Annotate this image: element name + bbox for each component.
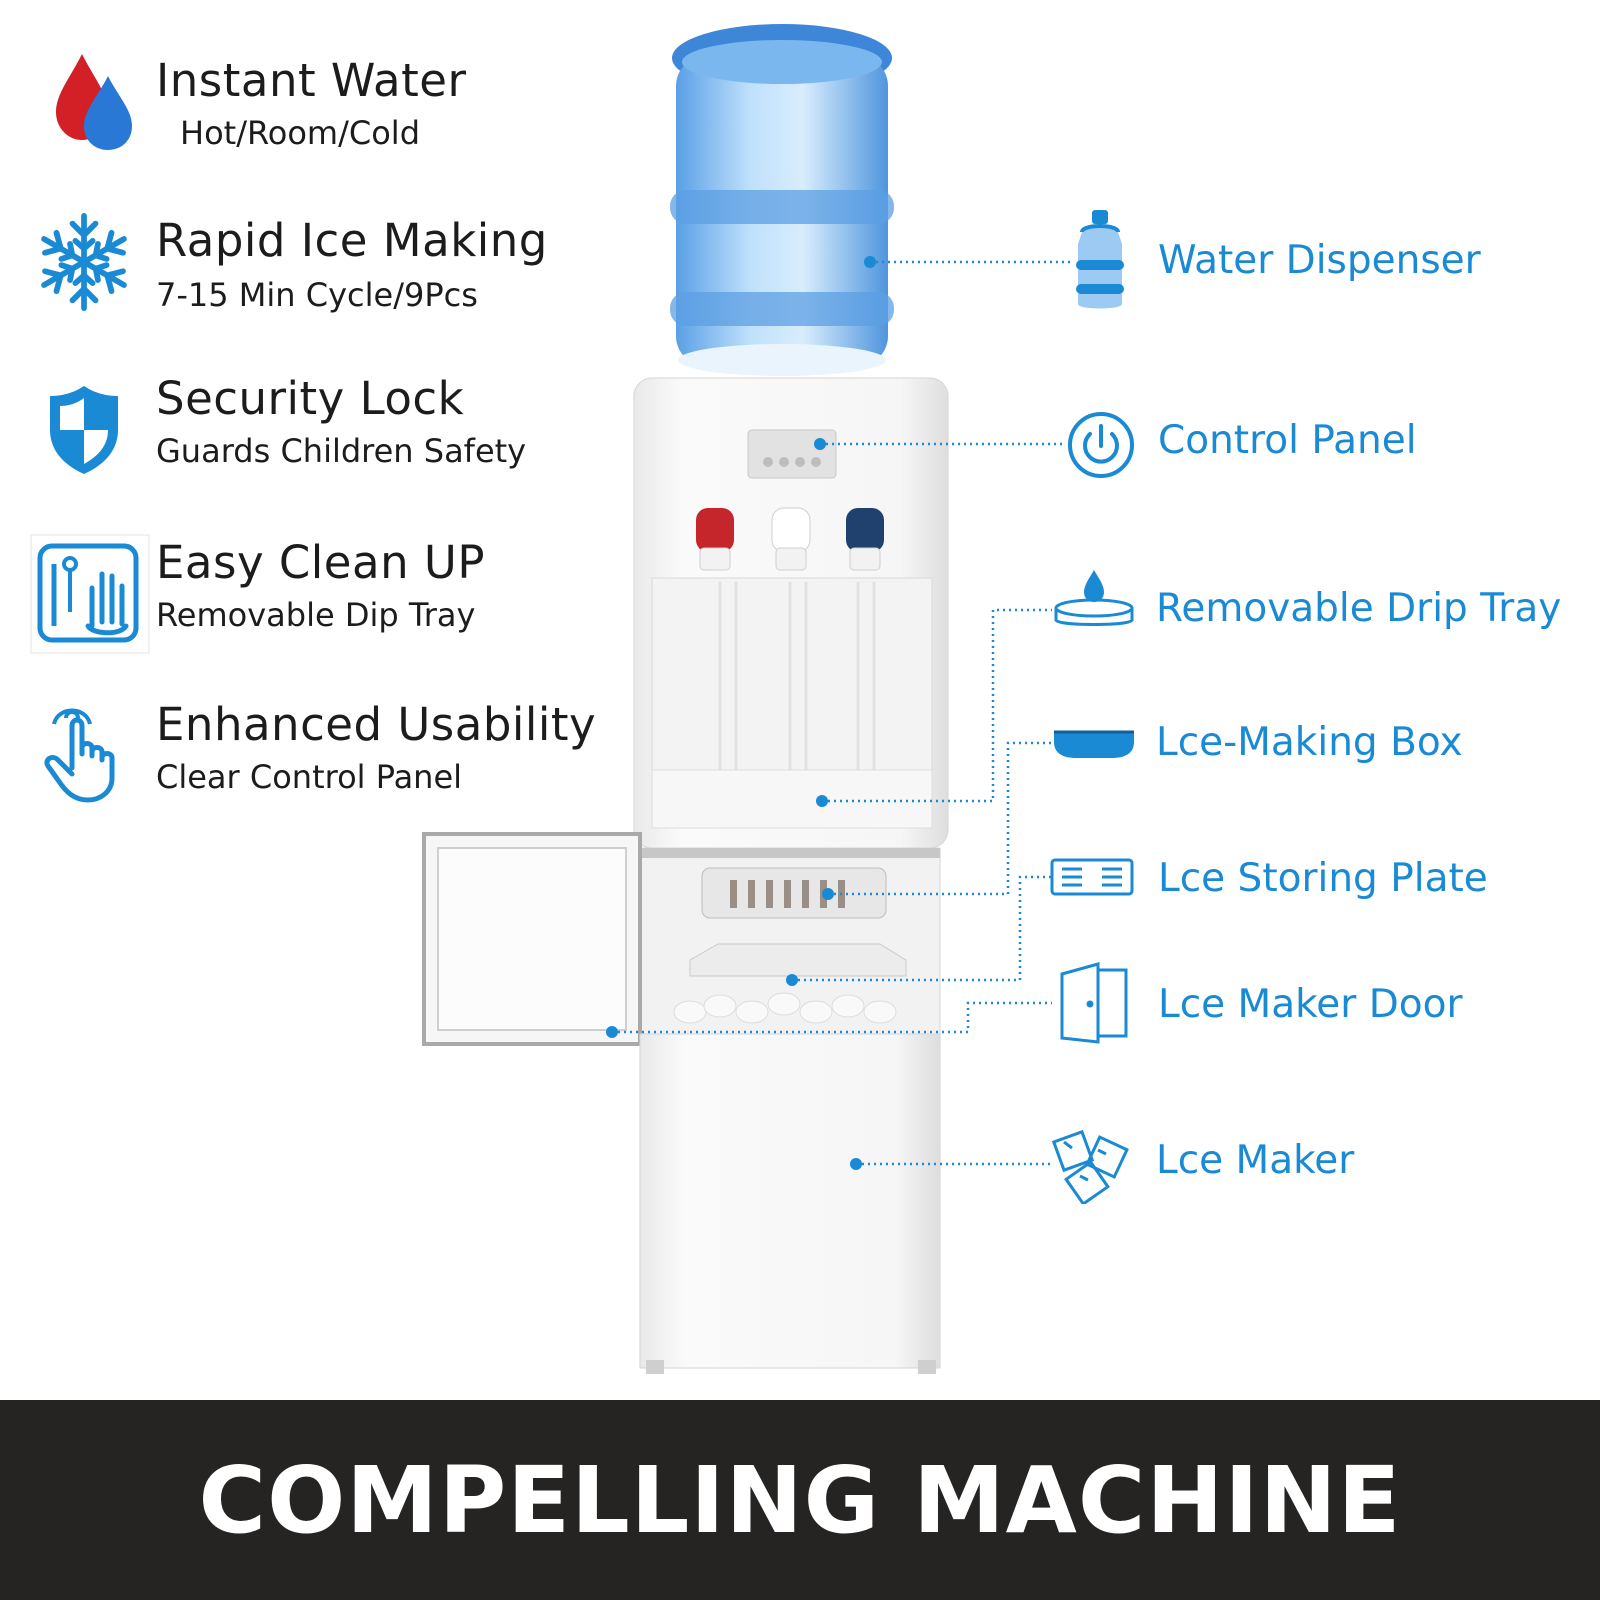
storing-plate-icon (1050, 858, 1134, 896)
dispensing-alcove (651, 577, 933, 779)
touch-hand-icon (44, 708, 115, 803)
power-icon (1068, 412, 1134, 478)
ice-storing-plate (689, 943, 907, 977)
ice-cubes-icon (1051, 1129, 1129, 1204)
water-drops-icon (56, 54, 132, 150)
ice-box-icon (1054, 730, 1134, 758)
feature-title-easy-clean: Easy Clean UP (156, 536, 485, 589)
drip-tray (651, 769, 933, 829)
callout-ice-storing-plate: Lce Storing Plate (1158, 856, 1488, 901)
shield-icon (50, 386, 118, 474)
faucets (696, 507, 884, 571)
dispenser-lower-body (639, 1033, 941, 1369)
feature-sub-easy-clean: Removable Dip Tray (156, 596, 476, 634)
drip-tray-icon (1054, 570, 1134, 626)
callout-ice-maker-door: Lce Maker Door (1158, 982, 1463, 1027)
footer-title: COMPELLING MACHINE (198, 1446, 1402, 1554)
feature-sub-rapid-ice: 7-15 Min Cycle/9Pcs (156, 276, 478, 314)
callout-control-panel: Control Panel (1158, 418, 1417, 463)
ice-maker-door (422, 832, 642, 1046)
callout-ice-making-box: Lce-Making Box (1156, 720, 1463, 765)
leader-lines (612, 260, 1070, 1166)
door-icon (1060, 962, 1128, 1044)
control-panel-plate (747, 429, 837, 479)
feature-title-security-lock: Security Lock (156, 372, 465, 425)
water-bottle-icon (1076, 210, 1124, 309)
feature-sub-security-lock: Guards Children Safety (156, 432, 527, 470)
feature-sub-enhanced-usability: Clear Control Panel (156, 758, 463, 796)
callout-water-dispenser: Water Dispenser (1158, 238, 1481, 283)
feature-title-instant-water: Instant Water (156, 54, 467, 107)
clean-hand-icon (30, 534, 150, 654)
feature-title-enhanced-usability: Enhanced Usability (156, 698, 597, 751)
snowflake-icon (36, 213, 132, 314)
water-dispenser-illustration (422, 24, 1070, 1374)
feature-sub-instant-water: Hot/Room/Cold (180, 114, 420, 152)
callout-ice-maker: Lce Maker (1156, 1138, 1355, 1183)
footer-banner: COMPELLING MACHINE (0, 1400, 1600, 1600)
feature-title-rapid-ice: Rapid Ice Making (156, 214, 548, 267)
callout-drip-tray: Removable Drip Tray (1156, 586, 1562, 631)
water-bottle (670, 24, 894, 376)
